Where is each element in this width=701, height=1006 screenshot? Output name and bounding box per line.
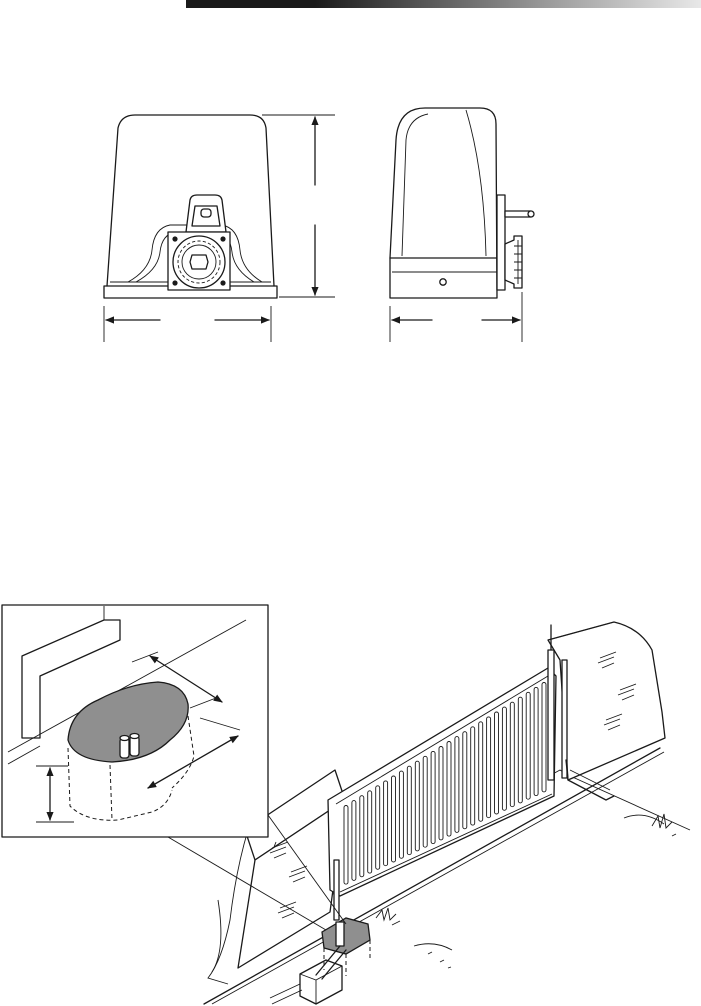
gate-bar	[455, 737, 459, 833]
gate-bar	[471, 727, 475, 825]
gate-installation	[204, 622, 690, 1004]
gate-bar	[415, 761, 419, 851]
gate-bar	[518, 697, 522, 803]
gate-bar	[463, 732, 467, 829]
gate-bar	[399, 771, 403, 858]
gate-bar	[407, 766, 411, 855]
gate-bar	[487, 717, 491, 818]
gate-bar	[368, 791, 372, 873]
gate-bar	[542, 683, 546, 792]
gate-bar	[534, 687, 538, 795]
gate-bar	[423, 756, 427, 847]
gate-bar	[384, 781, 388, 866]
gate-bar	[502, 707, 506, 810]
gate-bar	[360, 796, 364, 877]
motor-side-view	[390, 108, 534, 342]
gate-bar	[510, 702, 514, 807]
gate-bar	[479, 722, 483, 822]
gate-bar	[392, 776, 396, 862]
gate-bar	[495, 712, 499, 814]
gate-bar	[526, 692, 530, 799]
gate-bar	[431, 751, 435, 843]
gate-bar	[439, 747, 443, 840]
motor-front-view	[104, 115, 335, 342]
gate-bar	[352, 801, 356, 881]
gate-bar	[447, 742, 451, 837]
gate-bar	[344, 806, 348, 885]
gate-bar	[376, 786, 380, 870]
